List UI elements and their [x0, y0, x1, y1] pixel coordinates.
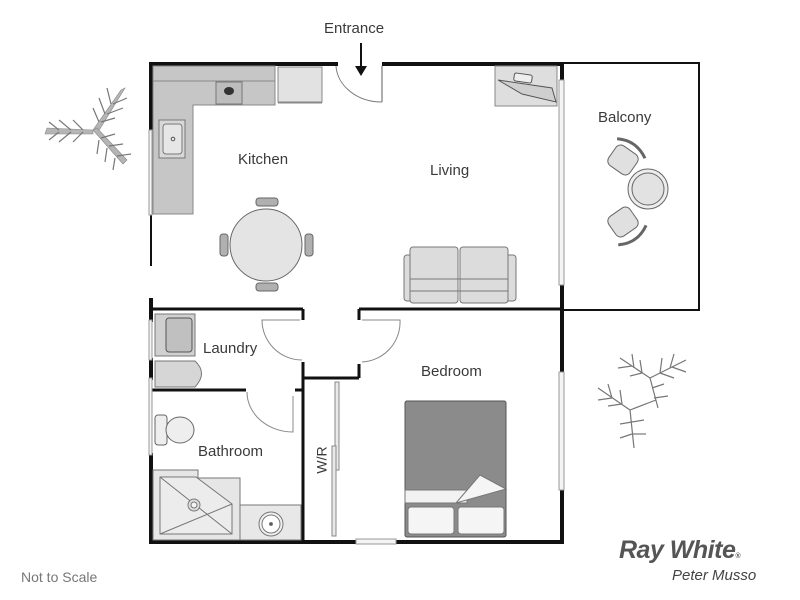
interior-walls: [151, 307, 562, 542]
stove-icon: [215, 81, 243, 105]
brand-name: Ray White: [619, 536, 736, 564]
room-label-living: Living: [430, 162, 470, 179]
entrance-door[interactable]: [335, 65, 383, 103]
room-label-laundry: Laundry: [203, 340, 258, 357]
plant-icon-right: [597, 353, 687, 449]
kitchen-counter: [152, 65, 276, 215]
sofa: [403, 246, 517, 304]
wardrobe-doors[interactable]: [331, 381, 340, 537]
toilet-icon: [154, 414, 195, 446]
sink-icon: [158, 119, 186, 159]
bed: [404, 400, 508, 538]
entrance-label: Entrance: [324, 20, 385, 37]
room-label-bathroom: Bathroom: [198, 443, 264, 460]
bedroom-door[interactable]: [361, 319, 401, 363]
fridge-icon: [277, 66, 323, 104]
plant-icon-left: [44, 87, 132, 171]
room-label-balcony: Balcony: [598, 109, 652, 126]
room-label-wardrobe: W/R: [313, 446, 330, 474]
exterior-walls: [149, 62, 564, 544]
windows: [148, 79, 565, 545]
entrance-arrow-icon: [355, 43, 367, 76]
inner-doors: [246, 319, 401, 433]
laundry-door[interactable]: [261, 319, 303, 361]
balcony-set: [607, 137, 669, 247]
bathroom-door[interactable]: [246, 391, 294, 433]
dining-table: [219, 197, 314, 292]
laundry-tub-icon: [154, 360, 202, 388]
tv-unit: [494, 65, 558, 107]
shower-icon: [152, 469, 241, 541]
brand-logo: Ray White®: [619, 536, 740, 565]
scale-note: Not to Scale: [21, 569, 98, 585]
washer-icon: [154, 313, 196, 357]
agent-name: Peter Musso: [672, 567, 757, 584]
room-label-bedroom: Bedroom: [421, 363, 482, 380]
basin-icon: [239, 504, 302, 541]
room-label-kitchen: Kitchen: [238, 151, 289, 168]
registered-mark: ®: [735, 553, 741, 560]
